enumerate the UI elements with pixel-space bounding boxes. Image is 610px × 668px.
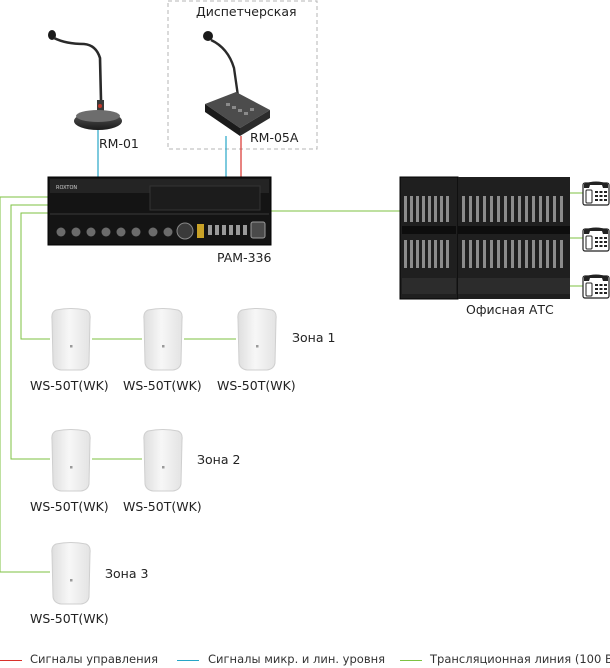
speaker-icon	[236, 307, 278, 371]
legend-line100v-label: Трансляционная линия (100 В)	[430, 652, 610, 666]
speaker-icon	[50, 428, 92, 492]
legend-swatch-mic	[177, 660, 199, 661]
speaker-label: WS-50T(WK)	[123, 378, 202, 393]
speaker-label: WS-50T(WK)	[217, 378, 296, 393]
rm05a-paging-console-icon	[203, 31, 270, 136]
pam336-amplifier-icon: ROXTON	[47, 176, 272, 246]
legend-mic-label: Сигналы микр. и лин. уровня	[208, 652, 386, 666]
zone-3-label: Зона 3	[105, 566, 149, 581]
phone-lines	[570, 192, 584, 287]
amplifier-label: PAM-336	[217, 250, 272, 265]
speaker-icon	[50, 541, 92, 605]
rm01-microphone-icon	[48, 30, 122, 130]
speaker-label: WS-50T(WK)	[30, 611, 109, 626]
rm05a-label: RM-05A	[250, 130, 299, 145]
speaker-label: WS-50T(WK)	[30, 378, 109, 393]
speaker-label: WS-50T(WK)	[123, 499, 202, 514]
speaker-icon	[142, 428, 184, 492]
pbx-server-rack-icon	[399, 176, 459, 300]
rm01-label: RM-01	[99, 136, 139, 151]
telephone-icon	[582, 226, 610, 252]
legend-control-label: Сигналы управления	[30, 652, 158, 666]
speaker-icon	[142, 307, 184, 371]
telephone-icon	[582, 273, 610, 299]
dispatcher-room-box	[167, 0, 318, 150]
dispatcher-room-label: Диспетчерская	[196, 4, 297, 19]
pbx-label: Офисная АТС	[466, 302, 554, 317]
speaker-icon	[50, 307, 92, 371]
legend-swatch-control	[0, 660, 22, 661]
telephone-icon	[582, 180, 610, 206]
pbx-rack-extension	[458, 177, 570, 299]
zone-1-label: Зона 1	[292, 330, 336, 345]
amplifier-brand: ROXTON	[56, 185, 77, 191]
legend-swatch-line100v	[400, 660, 422, 661]
zone-2-label: Зона 2	[197, 452, 241, 467]
speaker-label: WS-50T(WK)	[30, 499, 109, 514]
